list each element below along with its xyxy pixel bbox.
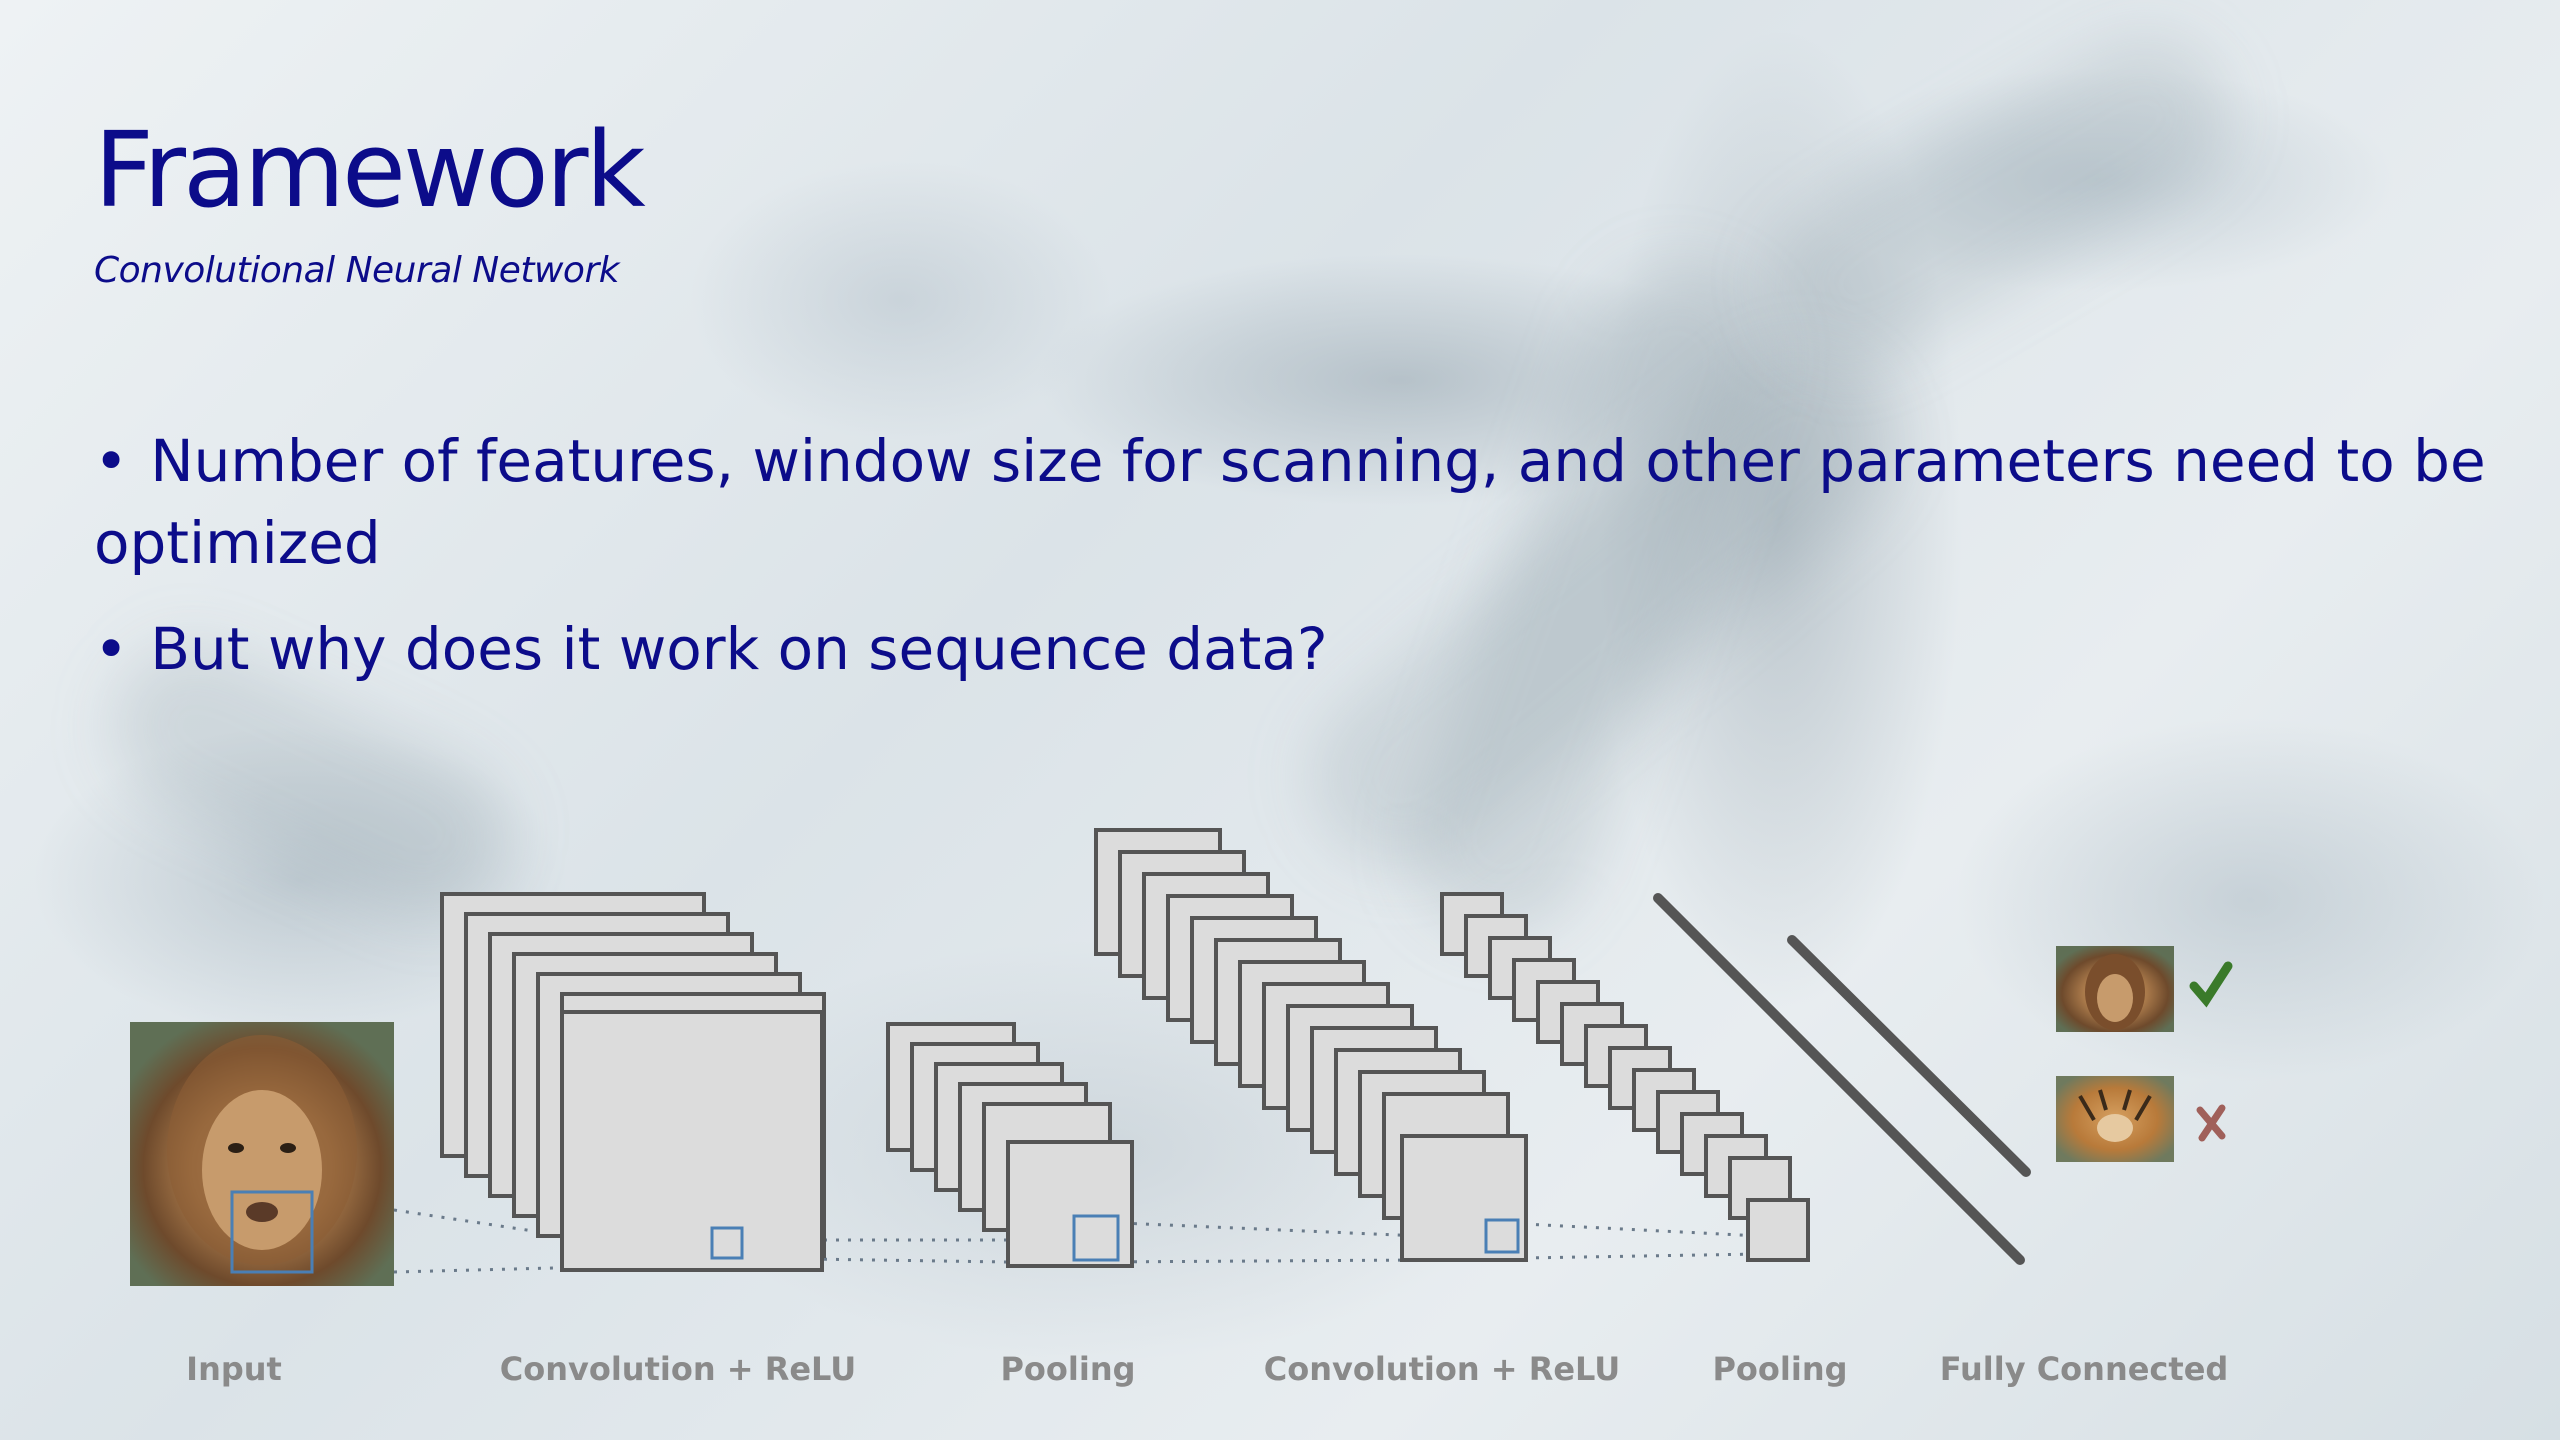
cross-icon (2196, 1104, 2226, 1142)
stage-label-convolution-1: Convolution + ReLU (500, 1350, 857, 1388)
bullet-list: Number of features, window size for scan… (94, 420, 2514, 714)
output-lion-thumbnail (2056, 946, 2174, 1032)
stage-label-fully-connected: Fully Connected (1940, 1350, 2229, 1388)
slide-title: Framework (94, 109, 646, 231)
stage-label-convolution-2: Convolution + ReLU (1264, 1350, 1621, 1388)
stage-label-pooling-2: Pooling (1712, 1350, 1847, 1388)
fully-connected-layer (1653, 893, 2031, 1265)
cnn-diagram: Input Convolution + ReLU Pooling Convolu… (130, 828, 2233, 1388)
bullet-item: But why does it work on sequence data? (94, 608, 2514, 690)
slide-subtitle: Convolutional Neural Network (94, 250, 620, 291)
bullet-item: Number of features, window size for scan… (94, 420, 2514, 584)
pooling-layer-1 (886, 1022, 1134, 1268)
stage-label-pooling-1: Pooling (1000, 1350, 1135, 1388)
scan-window (1072, 1214, 1120, 1262)
conv-layer-1 (440, 892, 826, 1272)
scan-window (1484, 1218, 1520, 1254)
scan-window (710, 1226, 744, 1260)
output-tiger-thumbnail (2056, 1076, 2174, 1162)
input-image (130, 1022, 394, 1286)
stage-label-input: Input (186, 1350, 282, 1388)
pooling-layer-2 (1440, 892, 1810, 1262)
check-icon (2189, 961, 2233, 1008)
scan-window (230, 1190, 314, 1274)
background-chromosome-arm (1743, 5, 2257, 395)
conv-layer-2 (1094, 828, 1528, 1262)
